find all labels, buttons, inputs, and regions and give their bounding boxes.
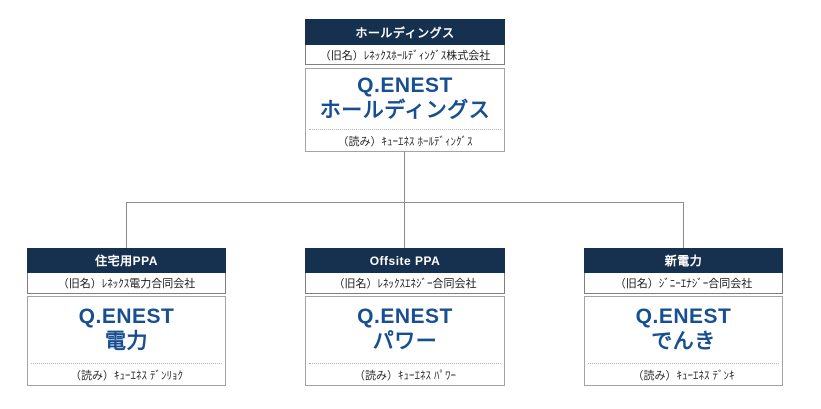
company-name-line1: Q.ENEST xyxy=(78,305,175,329)
dotted-divider xyxy=(309,363,501,364)
category-header: 新電力 xyxy=(584,248,783,273)
company-name: Q.ENEST ホールディングス xyxy=(306,69,504,129)
connector-drop-right xyxy=(683,202,684,248)
company-name-line2: ホールディングス xyxy=(319,99,491,122)
company-name: Q.ENEST 電力 xyxy=(28,297,225,363)
company-name-line2: 電力 xyxy=(105,330,148,353)
company-card: Q.ENEST ホールディングス （読み）ｷｭｰｴﾈｽ ﾎｰﾙﾃﾞｨﾝｸﾞｽ xyxy=(305,68,505,152)
org-box-power: Offsite PPA （旧名）ﾚﾈｯｸｽｴﾈｼﾞｰ合同会社 Q.ENEST パ… xyxy=(305,248,505,386)
org-box-holdings: ホールディングス （旧名）ﾚﾈｯｸｽﾎｰﾙﾃﾞｨﾝｸﾞｽ株式会社 Q.ENEST… xyxy=(305,19,505,152)
reading-row: （読み）ｷｭｰｴﾈｽ ﾃﾞﾝﾘｮｸ xyxy=(69,369,184,382)
company-name: Q.ENEST でんき xyxy=(585,297,782,363)
org-box-denryoku: 住宅用PPA （旧名）ﾚﾈｯｸｽ電力合同会社 Q.ENEST 電力 （読み）ｷｭ… xyxy=(27,248,226,386)
connector-drop-left xyxy=(126,202,127,248)
category-header: ホールディングス xyxy=(305,19,505,45)
reading-row: （読み）ｷｭｰｴﾈｽ ﾎｰﾙﾃﾞｨﾝｸﾞｽ xyxy=(337,135,473,148)
connector-horizontal xyxy=(126,202,684,203)
category-header: Offsite PPA xyxy=(305,248,505,273)
dotted-divider xyxy=(31,363,222,364)
company-card: Q.ENEST でんき （読み）ｷｭｰｴﾈｽ ﾃﾞﾝｷ xyxy=(584,296,783,386)
reading-row: （読み）ｷｭｰｴﾈｽ ﾃﾞﾝｷ xyxy=(632,369,735,382)
reading-row: （読み）ｷｭｰｴﾈｽ ﾊﾟﾜｰ xyxy=(353,369,457,382)
company-name-line2: パワー xyxy=(372,330,438,353)
company-card: Q.ENEST パワー （読み）ｷｭｰｴﾈｽ ﾊﾟﾜｰ xyxy=(305,296,505,386)
connector-drop-middle xyxy=(404,202,405,248)
category-header: 住宅用PPA xyxy=(27,248,226,273)
company-name-line1: Q.ENEST xyxy=(357,305,453,329)
former-name-row: （旧名）ｼﾞﾆｰｴﾅｼﾞｰ合同会社 xyxy=(584,273,783,294)
company-name-line2: でんき xyxy=(651,330,716,353)
company-name-line1: Q.ENEST xyxy=(357,74,453,98)
connector-root-drop xyxy=(404,152,405,202)
company-card: Q.ENEST 電力 （読み）ｷｭｰｴﾈｽ ﾃﾞﾝﾘｮｸ xyxy=(27,296,226,386)
dotted-divider xyxy=(309,129,501,130)
dotted-divider xyxy=(588,363,779,364)
former-name-row: （旧名）ﾚﾈｯｸｽｴﾈｼﾞｰ合同会社 xyxy=(305,273,505,294)
org-box-denki: 新電力 （旧名）ｼﾞﾆｰｴﾅｼﾞｰ合同会社 Q.ENEST でんき （読み）ｷｭ… xyxy=(584,248,783,386)
former-name-row: （旧名）ﾚﾈｯｸｽ電力合同会社 xyxy=(27,273,226,294)
company-name-line1: Q.ENEST xyxy=(635,305,732,329)
company-name: Q.ENEST パワー xyxy=(306,297,504,363)
former-name-row: （旧名）ﾚﾈｯｸｽﾎｰﾙﾃﾞｨﾝｸﾞｽ株式会社 xyxy=(305,45,505,65)
